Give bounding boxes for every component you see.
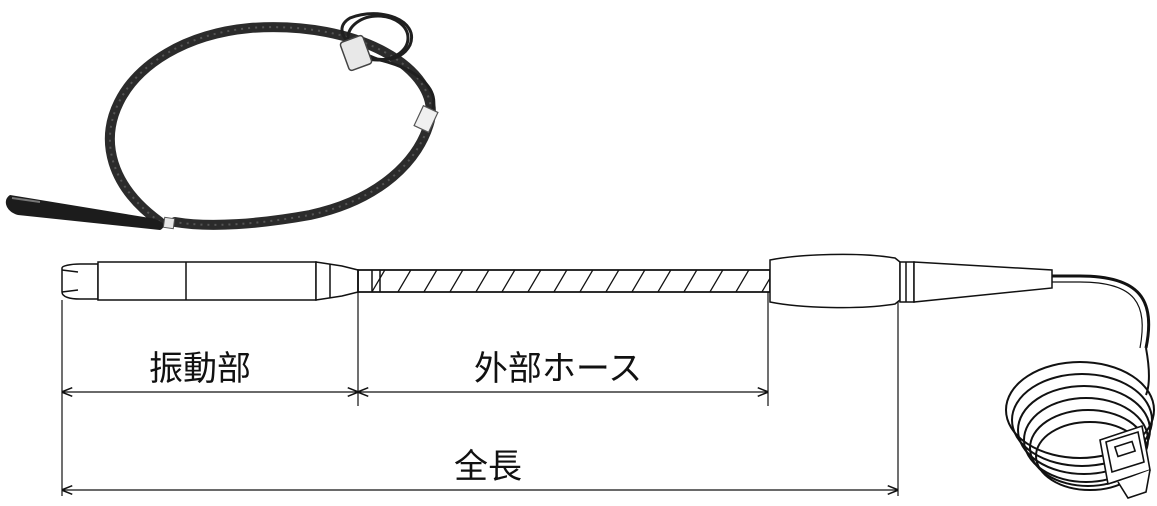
- plug-connector-drawing: [1099, 424, 1151, 499]
- photo-vibrating-head: [5, 195, 176, 230]
- grip-drawing: [769, 253, 901, 309]
- photo-hose-loop: [104, 22, 436, 230]
- photo-thin-cable: [340, 12, 436, 113]
- vibrator-tip: [61, 263, 99, 300]
- label-outer-hose: 外部ホース: [474, 349, 642, 389]
- vibrator-head-body: [97, 261, 317, 301]
- dimension-lines: [61, 292, 899, 496]
- photo-connector: [339, 34, 373, 72]
- outer-hose-drawing: [357, 269, 771, 293]
- label-vibration-part: 振動部: [149, 349, 251, 389]
- label-total-length: 全長: [454, 447, 522, 487]
- product-photo: [5, 12, 439, 230]
- line-drawing: [61, 253, 1155, 499]
- power-cable-drawing: [1052, 274, 1151, 349]
- cable-cone: [913, 261, 1053, 303]
